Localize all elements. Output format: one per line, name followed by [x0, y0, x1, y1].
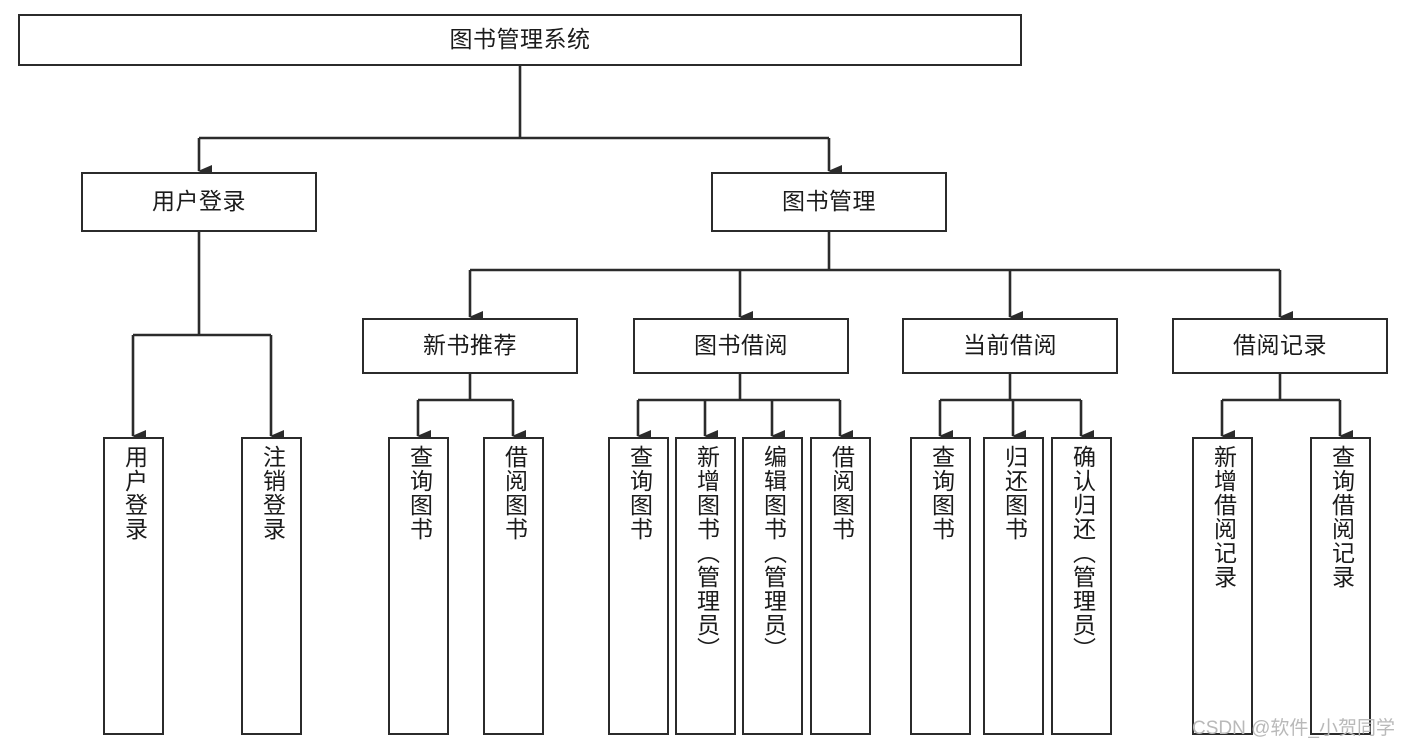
node-leaf-add-book[interactable]: 新增图书（管理员） — [675, 437, 736, 735]
node-label: 图书借阅 — [694, 332, 788, 359]
node-label: 注销登录 — [259, 445, 286, 541]
node-label: 借阅记录 — [1233, 332, 1327, 359]
node-label: 图书管理系统 — [449, 26, 591, 53]
node-user-login[interactable]: 用户登录 — [81, 172, 317, 232]
node-label: 查询图书 — [406, 445, 433, 541]
node-leaf-return-book[interactable]: 归还图书 — [983, 437, 1044, 735]
node-label: 当前借阅 — [963, 332, 1057, 359]
node-label: 新增图书（管理员） — [693, 445, 720, 661]
node-label: 用户登录 — [121, 445, 148, 541]
node-label: 借阅图书 — [828, 445, 855, 541]
node-label: 新书推荐 — [423, 332, 517, 359]
node-label: 归还图书 — [1001, 445, 1028, 541]
node-label: 编辑图书（管理员） — [760, 445, 787, 661]
node-leaf-borrow-book-2[interactable]: 借阅图书 — [810, 437, 871, 735]
node-label: 查询图书 — [928, 445, 955, 541]
node-leaf-user-logout[interactable]: 注销登录 — [241, 437, 302, 735]
node-label: 用户登录 — [152, 188, 246, 215]
node-leaf-query-book-3[interactable]: 查询图书 — [910, 437, 971, 735]
watermark-text: CSDN @软件_小贺同学 — [1192, 718, 1395, 739]
node-current-borrow[interactable]: 当前借阅 — [902, 318, 1118, 374]
node-leaf-edit-book[interactable]: 编辑图书（管理员） — [742, 437, 803, 735]
node-borrow-record[interactable]: 借阅记录 — [1172, 318, 1388, 374]
node-leaf-query-book-1[interactable]: 查询图书 — [388, 437, 449, 735]
node-book-borrow[interactable]: 图书借阅 — [633, 318, 849, 374]
node-leaf-confirm-ret[interactable]: 确认归还（管理员） — [1051, 437, 1112, 735]
node-leaf-user-login[interactable]: 用户登录 — [103, 437, 164, 735]
node-label: 新增借阅记录 — [1210, 445, 1237, 589]
node-label: 查询借阅记录 — [1328, 445, 1355, 589]
node-label: 借阅图书 — [501, 445, 528, 541]
node-leaf-query-record[interactable]: 查询借阅记录 — [1310, 437, 1371, 735]
node-label: 确认归还（管理员） — [1069, 445, 1096, 661]
node-leaf-borrow-book-1[interactable]: 借阅图书 — [483, 437, 544, 735]
node-label: 图书管理 — [782, 188, 876, 215]
node-book-manage[interactable]: 图书管理 — [711, 172, 947, 232]
node-new-book-rec[interactable]: 新书推荐 — [362, 318, 578, 374]
node-root[interactable]: 图书管理系统 — [18, 14, 1022, 66]
node-label: 查询图书 — [626, 445, 653, 541]
node-leaf-query-book-2[interactable]: 查询图书 — [608, 437, 669, 735]
node-leaf-add-record[interactable]: 新增借阅记录 — [1192, 437, 1253, 735]
